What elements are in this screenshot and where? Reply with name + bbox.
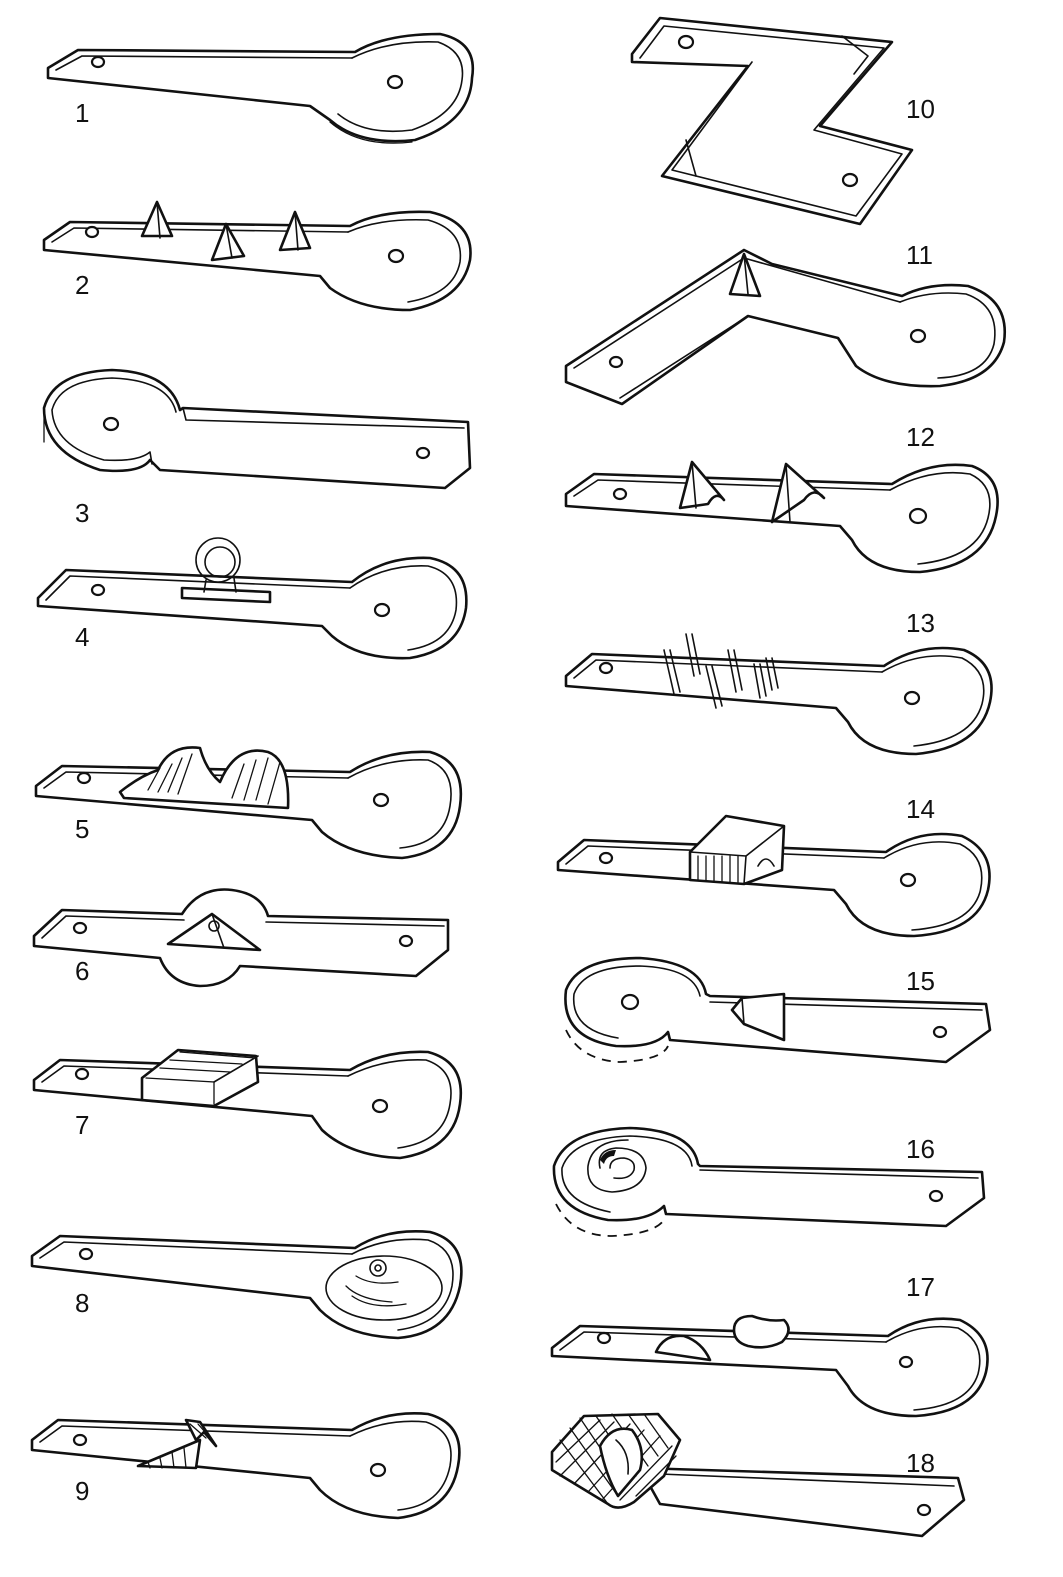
lane-number-8: 8 xyxy=(75,1288,89,1318)
lane-6 xyxy=(32,888,450,988)
lane-number-13: 13 xyxy=(906,608,935,638)
lane-number-9: 9 xyxy=(75,1476,89,1506)
lane-number-7: 7 xyxy=(75,1110,89,1140)
lane-3 xyxy=(42,368,472,490)
lane-7 xyxy=(32,1048,463,1160)
lane-2 xyxy=(42,200,472,312)
lane-16 xyxy=(552,1126,986,1237)
lane-number-12: 12 xyxy=(906,422,935,452)
lane-number-1: 1 xyxy=(75,98,89,128)
lane-4 xyxy=(36,537,468,660)
lane-number-18: 18 xyxy=(906,1448,935,1478)
lane-number-11: 11 xyxy=(906,240,933,270)
lane-18 xyxy=(550,1412,966,1538)
lane-10 xyxy=(630,16,914,226)
lane-number-17: 17 xyxy=(906,1272,935,1302)
lane-5 xyxy=(34,746,463,860)
lane-number-3: 3 xyxy=(75,498,89,528)
lane-number-14: 14 xyxy=(906,794,935,824)
lane-12 xyxy=(564,460,999,574)
lane-11 xyxy=(564,248,1007,406)
lane-number-4: 4 xyxy=(75,622,89,652)
lane-17 xyxy=(550,1314,989,1418)
lane-9 xyxy=(30,1412,461,1520)
lane-15 xyxy=(564,956,992,1064)
lane-number-15: 15 xyxy=(906,966,935,996)
lane-number-10: 10 xyxy=(906,94,935,124)
lane-14 xyxy=(556,814,991,938)
lane-13 xyxy=(564,633,993,756)
lane-number-16: 16 xyxy=(906,1134,935,1164)
lane-number-2: 2 xyxy=(75,270,89,300)
lane-1 xyxy=(46,32,475,144)
lane-8 xyxy=(30,1230,463,1340)
lane-number-5: 5 xyxy=(75,814,89,844)
lane-number-6: 6 xyxy=(75,956,89,986)
